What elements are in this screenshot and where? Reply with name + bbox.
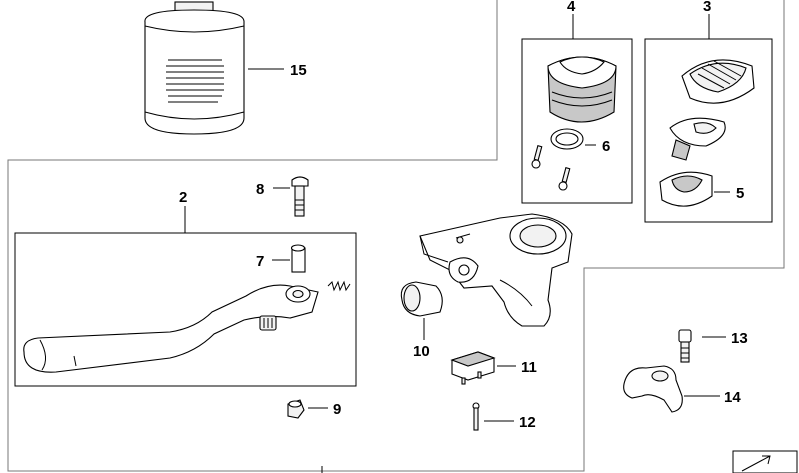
part-14-clamp[interactable] — [623, 365, 683, 413]
reservoir-screw-1[interactable] — [531, 145, 543, 169]
part-3-cap[interactable] — [681, 59, 755, 104]
part-15-grease-can[interactable] — [144, 1, 245, 135]
part-8-bolt[interactable] — [291, 176, 309, 217]
reservoir-screw-2[interactable] — [558, 167, 571, 191]
callout-5[interactable]: 5 — [736, 185, 744, 202]
callout-14[interactable]: 14 — [724, 389, 741, 406]
callout-8[interactable]: 8 — [256, 181, 264, 198]
part-11-switch[interactable] — [450, 351, 496, 385]
callout-7[interactable]: 7 — [256, 253, 264, 270]
part-12-screw[interactable] — [472, 402, 480, 431]
orientation-icon — [732, 450, 798, 473]
assembly-frame — [7, 0, 785, 472]
callout-10[interactable]: 10 — [413, 343, 430, 360]
callout-11[interactable]: 11 — [521, 359, 537, 376]
part-6-o-ring[interactable] — [550, 128, 584, 150]
callout-12[interactable]: 12 — [519, 414, 536, 431]
callout-2[interactable]: 2 — [179, 189, 187, 206]
callout-4[interactable]: 4 — [567, 0, 576, 15]
master-cylinder-housing[interactable] — [419, 213, 573, 327]
part-5-diaphragm[interactable] — [659, 171, 713, 207]
cap-gasket-plate[interactable] — [669, 117, 726, 161]
callout-15[interactable]: 15 — [290, 62, 307, 79]
callout-6[interactable]: 6 — [602, 138, 610, 155]
callout-3[interactable]: 3 — [703, 0, 711, 15]
clutch-lever[interactable] — [23, 284, 319, 373]
part-4-box — [521, 38, 633, 204]
part-7-bushing[interactable] — [290, 244, 306, 273]
part-10-dust-boot[interactable] — [400, 281, 443, 317]
callout-9[interactable]: 9 — [333, 401, 341, 418]
lever-spring[interactable] — [327, 280, 351, 292]
part-9-nut[interactable] — [287, 399, 305, 419]
part-13-bolt[interactable] — [678, 329, 692, 363]
callout-13[interactable]: 13 — [731, 330, 748, 347]
part-4-reservoir[interactable] — [547, 56, 617, 123]
